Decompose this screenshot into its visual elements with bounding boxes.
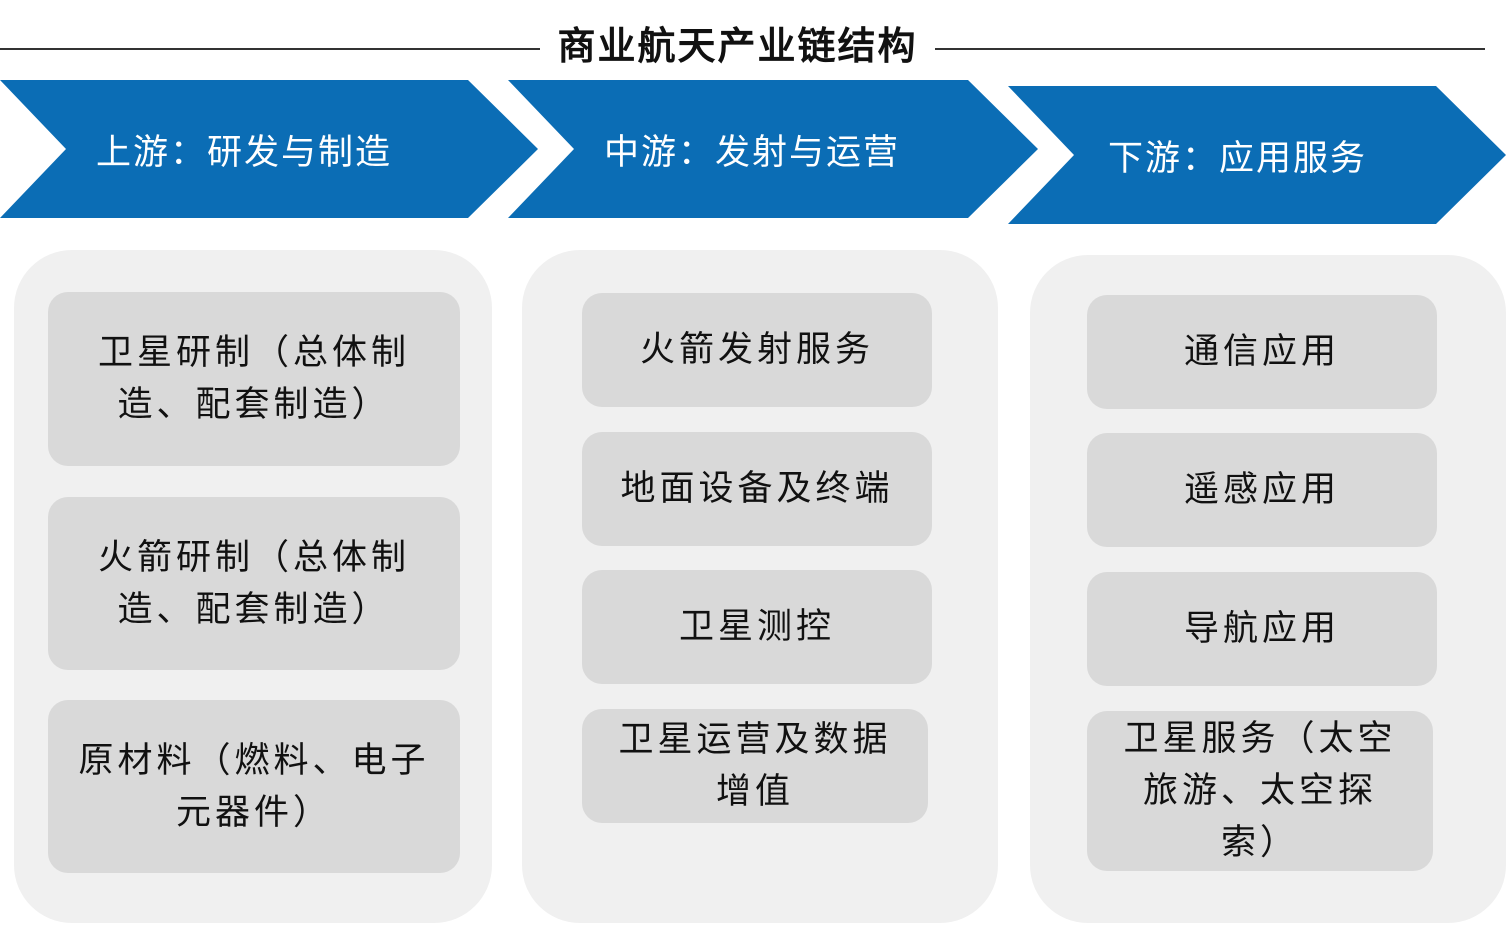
stage-upstream-label: 上游：研发与制造 — [96, 132, 393, 173]
card-text: 遥感应用 — [1183, 470, 1340, 510]
card-text: 卫星研制（总体制造、配套制造） — [97, 333, 410, 425]
card-text: 火箭发射服务 — [639, 330, 874, 370]
title-rule-left — [0, 48, 540, 50]
card-text: 卫星服务（太空旅游、太空探索） — [1123, 719, 1397, 863]
chevron-arrow-shape — [1008, 86, 1506, 224]
upstream-item-satellite-manufacturing: 卫星研制（总体制造、配套制造） — [48, 292, 460, 466]
card-text: 地面设备及终端 — [620, 469, 894, 509]
card-text: 原材料（燃料、电子元器件） — [78, 740, 430, 833]
card-text: 火箭研制（总体制造、配套制造） — [97, 537, 410, 630]
midstream-item-tt-and-c: 卫星测控 — [582, 570, 932, 684]
downstream-item-navigation: 导航应用 — [1087, 572, 1437, 686]
midstream-item-operations-data: 卫星运营及数据增值 — [582, 709, 928, 823]
downstream-item-satellite-services: 卫星服务（太空旅游、太空探索） — [1087, 711, 1433, 871]
stage-upstream-chevron: 上游：研发与制造 — [0, 80, 538, 218]
midstream-item-ground-equipment: 地面设备及终端 — [582, 432, 932, 546]
stage-downstream-label: 下游：应用服务 — [1108, 138, 1368, 179]
chevron-arrow-shape — [508, 80, 1038, 218]
downstream-item-communication: 通信应用 — [1087, 295, 1437, 409]
card-text: 导航应用 — [1183, 609, 1340, 649]
title-rule-right — [935, 48, 1485, 50]
midstream-item-launch-service: 火箭发射服务 — [582, 293, 932, 407]
card-text: 卫星运营及数据增值 — [618, 720, 892, 812]
diagram-title: 商业航天产业链结构 — [557, 23, 918, 68]
downstream-item-remote-sensing: 遥感应用 — [1087, 433, 1437, 547]
upstream-item-rocket-manufacturing: 火箭研制（总体制造、配套制造） — [48, 497, 460, 670]
upstream-item-raw-materials: 原材料（燃料、电子元器件） — [48, 700, 460, 873]
stage-midstream-label: 中游：发射与运营 — [604, 132, 901, 173]
stage-midstream-chevron: 中游：发射与运营 — [508, 80, 1038, 218]
chevron-arrow-shape — [0, 80, 538, 218]
diagram-title-row: 商业航天产业链结构 — [0, 18, 1506, 78]
stage-downstream-chevron: 下游：应用服务 — [1008, 86, 1506, 224]
card-text: 卫星测控 — [678, 607, 835, 647]
card-text: 通信应用 — [1183, 332, 1340, 372]
